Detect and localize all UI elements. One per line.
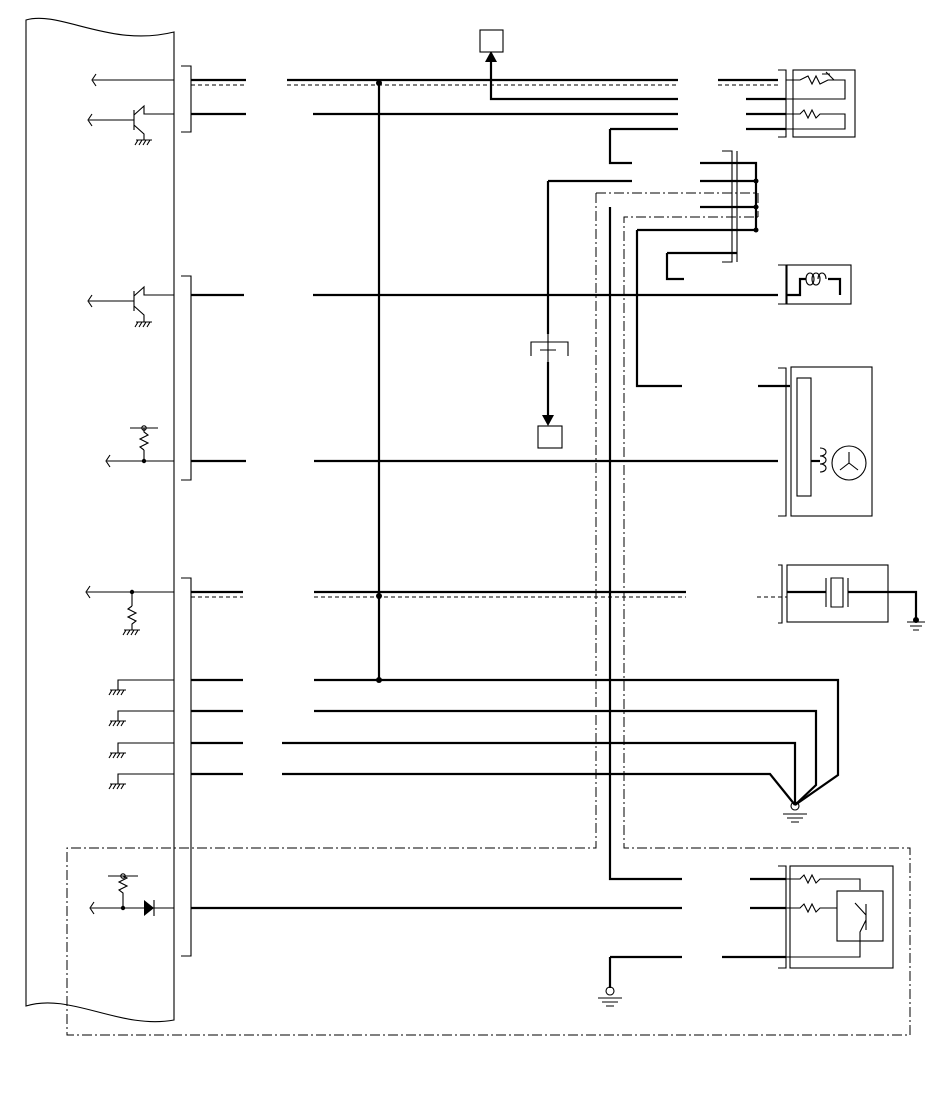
ground-point-1 [783,801,807,823]
internal-circuit-1 [91,73,174,87]
capacitor-module [757,564,925,631]
pulldown-resistor-1 [85,585,174,636]
diode-icon [144,900,154,916]
harness-wires [191,51,840,988]
motor-icon [831,445,867,481]
connector-4pin [700,150,759,263]
ground-symbols-internal [108,679,174,790]
shield-boundary-1 [66,192,911,1036]
sensor-module-1 [746,69,856,138]
motor-module [758,366,873,517]
diode-circuit [89,873,174,916]
terminal-box-top [479,29,504,53]
sensor-module-2 [722,865,894,969]
transistor-symbol-1 [87,104,174,146]
transistor-symbol-2 [87,285,174,328]
pullup-resistor-1 [105,425,174,468]
coil-module [778,264,852,305]
ecu-connector-c [181,577,192,957]
ground-point-2 [598,986,622,1007]
ecu-connector-a [181,65,192,133]
terminal-box-mid [537,425,563,449]
inline-connector-mid [530,334,569,362]
ecu-connector-b [181,275,192,481]
control-unit-outline [25,17,175,1023]
